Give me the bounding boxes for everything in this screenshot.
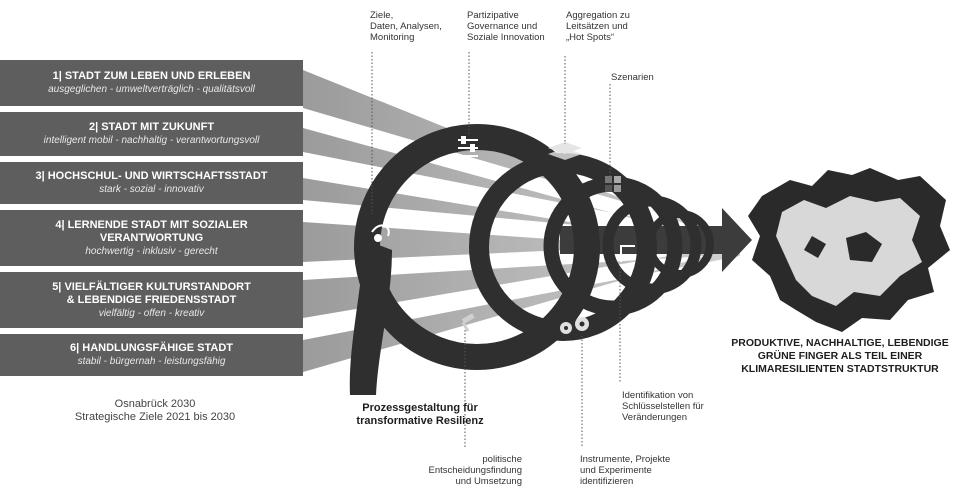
goal-subtitle: hochwertig - inklusiv - gerecht xyxy=(85,245,218,257)
goal-title: 6| HANDLUNGSFÄHIGE STADT xyxy=(70,342,233,354)
goal-subtitle: ausgeglichen - umweltverträglich - quali… xyxy=(48,84,255,95)
grid-squares-icon xyxy=(605,176,621,192)
label-szenarien: Szenarien xyxy=(611,72,654,83)
connector-lines xyxy=(371,52,621,448)
strategy-caption: Osnabrück 2030 Strategische Ziele 2021 b… xyxy=(40,398,270,424)
label-aggregation: Aggregation zu Leitsätzen und „Hot Spots… xyxy=(566,10,630,43)
goal-box-5: 5| VIELFÄLTIGER KULTURSTANDORT & LEBENDI… xyxy=(0,272,303,328)
city-map xyxy=(748,168,950,332)
goal-title: 1| STADT ZUM LEBEN UND ERLEBEN xyxy=(52,70,251,82)
label-identifikation: Identifikation von Schlüsselstellen für … xyxy=(622,390,704,423)
goal-title: 4| LERNENDE STADT MIT SOZIALER VERANTWOR… xyxy=(55,218,248,244)
layers-icon xyxy=(548,142,582,160)
gavel-icon xyxy=(461,313,475,332)
spiral-tail xyxy=(349,240,392,395)
caption-line-1: Osnabrück 2030 xyxy=(114,398,196,410)
caption-line-2: Strategische Ziele 2021 bis 2030 xyxy=(74,411,236,423)
goal-subtitle: stabil - bürgernah - leistungsfähig xyxy=(77,356,226,367)
label-politische: politische Entscheidungsfindung und Umse… xyxy=(428,454,523,487)
route-icon xyxy=(371,224,635,262)
result-label: PRODUKTIVE, NACHHALTIGE, LEBENDIGE GRÜNE… xyxy=(731,337,949,375)
goal-title: 2| STADT MIT ZUKUNFT xyxy=(88,121,215,133)
gears-icon xyxy=(560,317,589,334)
goal-subtitle: intelligent mobil - nachhaltig - verantw… xyxy=(43,135,260,146)
goal-box-1: 1| STADT ZUM LEBEN UND ERLEBEN ausgeglic… xyxy=(0,60,303,106)
goal-box-4: 4| LERNENDE STADT MIT SOZIALER VERANTWOR… xyxy=(0,210,303,266)
process-label: Prozessgestaltung für transformative Res… xyxy=(356,402,484,427)
goal-box-2: 2| STADT MIT ZUKUNFT intelligent mobil -… xyxy=(0,112,303,156)
label-ziele: Ziele, Daten, Analysen, Monitoring xyxy=(370,10,442,43)
goal-box-6: 6| HANDLUNGSFÄHIGE STADT stabil - bürger… xyxy=(0,334,303,376)
label-instrumente: Instrumente, Projekte und Experimente id… xyxy=(580,454,671,487)
goal-title: 3| HOCHSCHUL- UND WIRTSCHAFTSSTADT xyxy=(35,170,268,182)
sliders-icon xyxy=(458,136,478,157)
goal-title: 5| VIELFÄLTIGER KULTURSTANDORT & LEBENDI… xyxy=(52,280,251,306)
goal-subtitle: stark - sozial - innovativ xyxy=(99,184,204,195)
label-partizipative: Partizipative Governance und Soziale Inn… xyxy=(467,10,545,43)
goal-box-3: 3| HOCHSCHUL- UND WIRTSCHAFTSSTADT stark… xyxy=(0,162,303,204)
goal-subtitle: vielfältig - offen - kreativ xyxy=(98,307,205,319)
